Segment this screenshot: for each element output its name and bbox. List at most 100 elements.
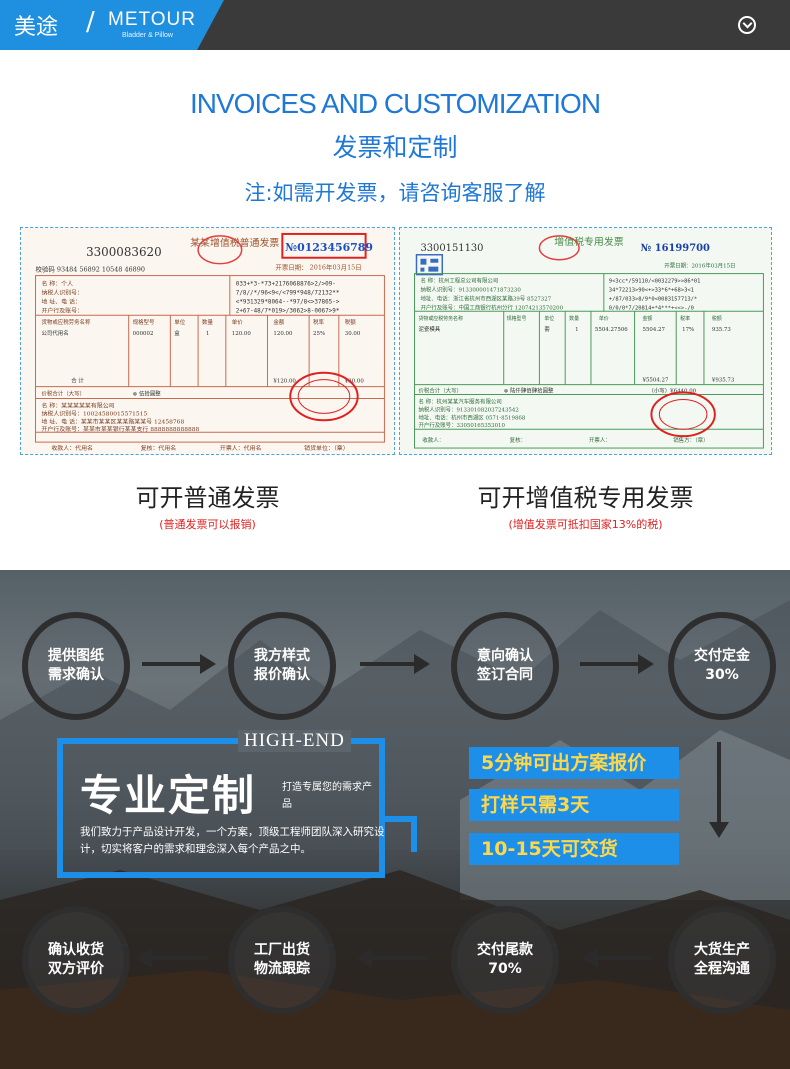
inv2-total-upper-value: ⊗ 陆仟肆佰肆拾圆整 xyxy=(504,387,554,395)
inv1-item-qty: 1 xyxy=(206,331,209,337)
inv2-item-tax: 935.73 xyxy=(712,327,732,333)
step-mass-production: 大货生产全程沟通 xyxy=(668,906,776,1014)
inv2-seal-stamp xyxy=(650,391,716,438)
inv2-buyer-taxid: 纳税人识别号：913300001471873230 xyxy=(420,285,521,293)
inv1-item-amount: 120.00 xyxy=(273,331,293,337)
inv2-col-7: 税率 xyxy=(680,315,690,322)
inv1-total-upper-value: ⊗ 伍拾圆整 xyxy=(133,390,162,398)
inv2-item-price: 5504.27506 xyxy=(595,327,628,333)
normal-invoice-svg: 3300083620 某某增值税普通发票 №0123456789 校验码 934… xyxy=(21,228,394,454)
section-title-cn: 发票和定制 xyxy=(332,133,458,162)
inv1-number: №0123456789 xyxy=(285,241,373,254)
inv2-buyer-bank: 开户行及账号：中国工商银行杭州分行 12074213570200 xyxy=(420,303,563,311)
highend-frame xyxy=(57,738,385,878)
inv1-seal-stamp xyxy=(289,371,359,422)
chevron-down-icon[interactable] xyxy=(738,16,756,34)
inv1-buyer-addr: 地 址、电 话： xyxy=(41,297,80,305)
highend-title: 专业定制 xyxy=(80,771,257,820)
inv2-item-name: 泥瓷模具 xyxy=(418,325,440,333)
inv2-number: № 16199700 xyxy=(641,243,710,254)
highend-description: 我们致力于产品设计开发，一个方案，顶级工程师团队深入研究设计，切实将客户的需求和… xyxy=(80,826,385,855)
inv2-col-3: 单位 xyxy=(544,315,554,322)
inv2-footer-seal: 销售方：（章） xyxy=(673,436,708,444)
inv1-footer-seal: 销货单位：（章） xyxy=(304,444,349,452)
normal-invoice-subcaption: (普通发票可以报销) xyxy=(159,518,256,531)
inv1-total-label: 合 计 xyxy=(71,377,84,385)
inv1-footer-issuer: 开票人：代用名 xyxy=(220,444,262,452)
step8-line2: 双方评价 xyxy=(48,961,104,977)
inv1-title: 某某增值税普通发票 xyxy=(190,236,279,249)
inv1-item-rate: 25% xyxy=(313,331,325,337)
inv2-cipher-1: 9<3cc*/59110/<0032279>>86*01 xyxy=(609,279,701,285)
top-bar: 美途 / METOUR Bladder & Pillow xyxy=(0,0,790,50)
step-sign-contract: 意向确认签订合同 xyxy=(451,612,559,720)
inv1-seller-name: 名 称：某某某某某有限公司 xyxy=(41,401,114,409)
vat-invoice-svg: 3300151130 增值税专用发票 № 16199700 开票日期：2016年… xyxy=(400,228,771,454)
step-confirm-receipt: 确认收货双方评价 xyxy=(22,906,130,1014)
step6-line1: 交付尾款 xyxy=(477,942,533,958)
inv2-cipher-4: 0/0/0*7/20814+*4***+<<>-/0 xyxy=(609,305,694,311)
pill-sample-3days: 打样只需3天 xyxy=(469,789,679,821)
inv1-item-price: 120.00 xyxy=(232,331,252,337)
arrow-right-icon xyxy=(360,654,430,674)
inv1-cipher-1: 033+*3-*73+2176068876>2/>09- xyxy=(236,280,336,287)
highend-label: HIGH-END xyxy=(238,730,351,752)
arrow-left-icon xyxy=(582,948,652,968)
inv1-cipher-2: 7/8//*/96<9</<799*948/72132** xyxy=(236,289,340,296)
inv1-col-3: 单位 xyxy=(174,318,185,326)
step7-line1: 工厂出货 xyxy=(254,942,310,958)
step3-line2: 签订合同 xyxy=(477,667,533,683)
inv1-seller-addr: 地 址、电 话：某某市某某区某某路某某号 12458768 xyxy=(41,417,184,425)
inv2-date: 开票日期：2016年03月15日 xyxy=(664,262,735,270)
inv2-seller-bank: 开户行及账号：33050165353010 xyxy=(418,421,505,429)
brand-logo[interactable]: 美途 / METOUR Bladder & Pillow xyxy=(0,0,224,50)
inv2-cipher-2: 34*72213>90<+>33*6*+68>3<1 xyxy=(609,287,694,293)
inv2-item-qty: 1 xyxy=(575,327,578,333)
inv1-total-tax: ¥30.00 xyxy=(344,379,365,385)
inv2-seller-taxid: 纳税人识别号：913301082037243542 xyxy=(418,405,518,413)
inv1-item-name: 公司代用名 xyxy=(41,329,68,337)
inv1-item-unit: 盒 xyxy=(174,329,180,337)
inv1-buyer-taxid: 纳税人识别号： xyxy=(41,288,83,296)
step2-line2: 报价确认 xyxy=(254,667,310,683)
inv1-seller-taxid: 纳税人识别号：10024580015571515 xyxy=(41,409,147,417)
step4-line2: 30% xyxy=(705,667,739,683)
inv1-buyer-name: 名 称：个人 xyxy=(41,279,73,287)
inv2-col-6: 金额 xyxy=(642,315,652,322)
highend-side-text: 打造专属您的需求产品 xyxy=(282,782,372,810)
inv1-seal-top xyxy=(197,235,243,265)
inv2-total-upper-label: 价税合计（大写） xyxy=(418,387,462,395)
inv2-buyer-name: 名 称：杭州工程总公司有限公司 xyxy=(420,277,498,285)
inv2-footer-payee: 收款人： xyxy=(422,436,444,444)
step-provide-drawing: 提供图纸需求确认 xyxy=(22,612,130,720)
qr-code-icon xyxy=(415,254,444,276)
inv2-cipher-3: +/87/033>8/9*0<0083157713/* xyxy=(609,296,697,302)
step3-line1: 意向确认 xyxy=(477,648,533,664)
pill-quote-5min: 5分钟可出方案报价 xyxy=(469,747,679,779)
arrow-left-icon xyxy=(136,948,208,968)
vat-invoice-caption: 可开增值税专用发票 xyxy=(477,484,694,512)
inv2-seal-top xyxy=(538,235,580,261)
inv2-seller-addr: 地址、电话：杭州市西湖区 0571-8519868 xyxy=(418,413,525,421)
inv1-footer-payee: 收款人：代用名 xyxy=(51,444,93,452)
frame-corner-decoration xyxy=(381,816,417,852)
inv2-total-small: （小写）¥6440.00 xyxy=(648,387,696,395)
inv1-date: 开票日期： 2016年03月15日 xyxy=(275,263,361,272)
inv2-total-amount: ¥5504.27 xyxy=(641,378,668,384)
inv2-buyer-addr: 地址、电话：浙江省杭州市西湖区某路39号 8527327 xyxy=(420,294,551,302)
inv2-item-amount: 5504.27 xyxy=(642,327,665,333)
inv1-total-amount: ¥120.00 xyxy=(272,379,296,385)
brand-tagline: Bladder & Pillow xyxy=(122,32,173,39)
inv1-check-code: 校验码 93484 56892 10548 46890 xyxy=(36,265,145,274)
inv2-col-5: 单价 xyxy=(599,315,609,322)
inv1-col-5: 单价 xyxy=(232,318,243,326)
brand-name-en: METOUR xyxy=(108,9,196,30)
inv1-item-tax: 30.00 xyxy=(345,331,361,337)
step2-line1: 我方样式 xyxy=(254,648,310,664)
pill-delivery-10-15days: 10-15天可交货 xyxy=(469,833,679,865)
inv1-col-8: 税额 xyxy=(345,318,356,326)
vat-invoice-subcaption: (增值发票可抵扣国家13%的税) xyxy=(508,518,663,531)
inv1-buyer-bank: 开户行及账号： xyxy=(41,306,83,314)
inv1-col-6: 金额 xyxy=(273,318,284,326)
